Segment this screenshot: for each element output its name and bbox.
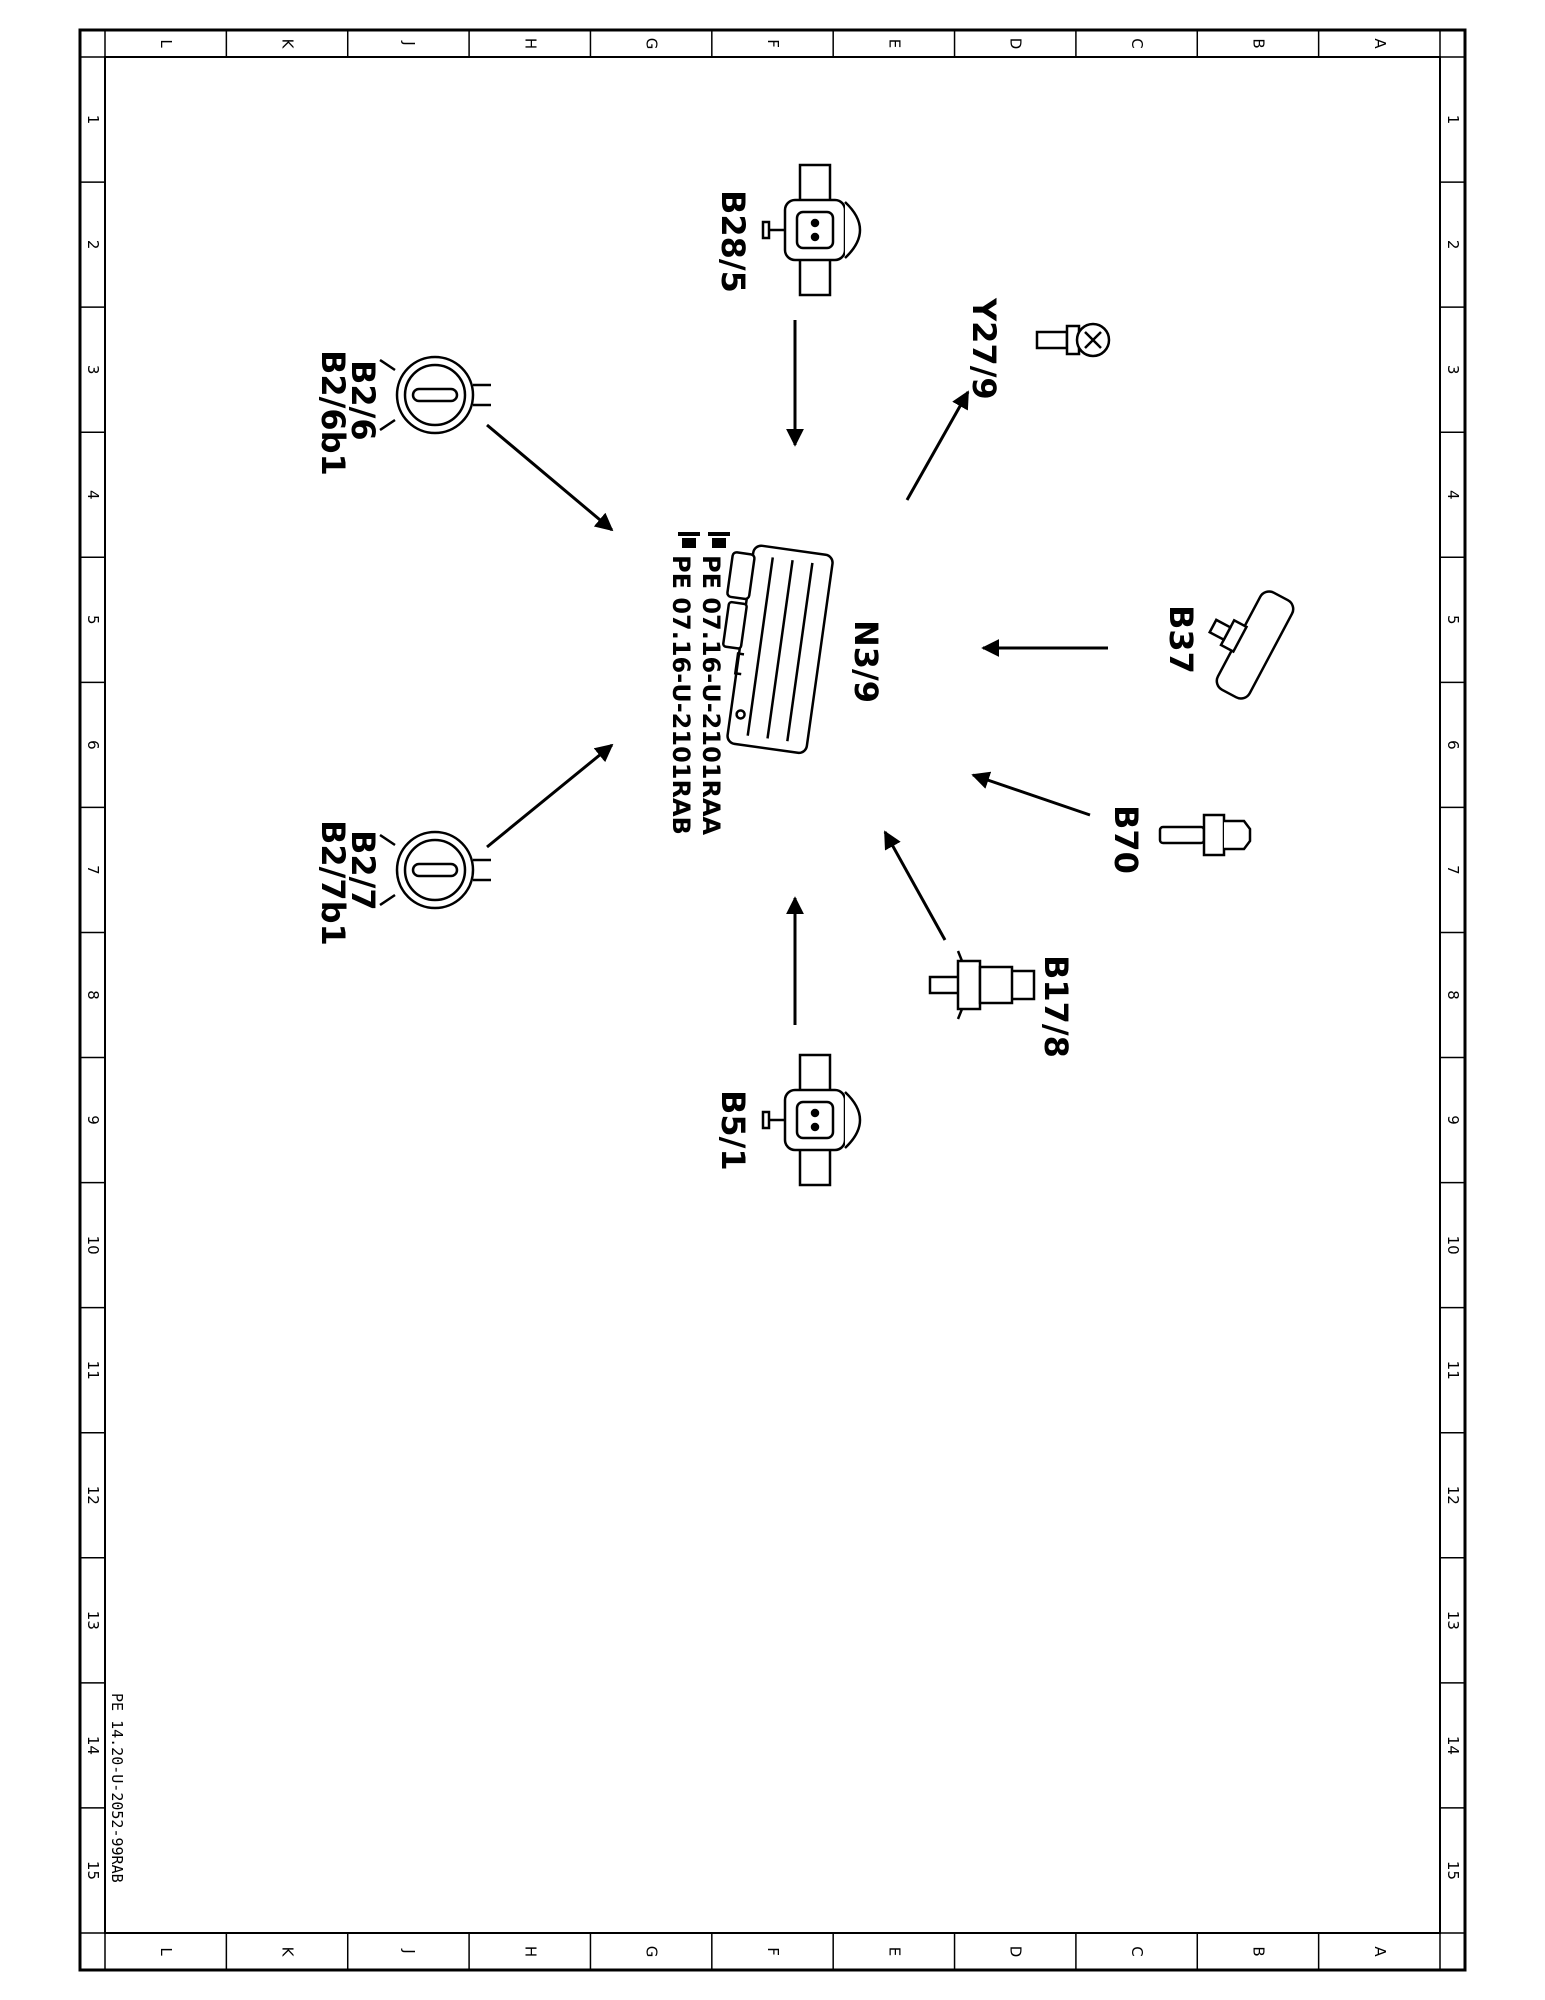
signal-arrows: [486, 320, 1108, 1025]
frame-column-label: A: [1371, 1946, 1389, 1957]
frame-column-label: G: [643, 1946, 661, 1958]
frame-row-label: 13: [84, 1611, 102, 1630]
frame-row-label: 5: [1444, 615, 1462, 625]
frame-column-label: D: [1007, 1946, 1025, 1958]
air-mass-sensor-icon: [379, 355, 491, 435]
frame-column-label: E: [885, 1947, 903, 1956]
frame-row-label: 4: [84, 490, 102, 500]
frame-row-label: 7: [84, 865, 102, 875]
frame-row-label: 10: [84, 1236, 102, 1255]
frame-column-label: J: [400, 40, 418, 45]
frame-row-label: 6: [84, 740, 102, 750]
frame-row-label: 7: [1444, 865, 1462, 875]
frame-column-label: C: [1128, 1946, 1146, 1956]
frame-row-label: 12: [84, 1486, 102, 1505]
b2-7-label: B2/7: [344, 830, 382, 911]
accelerator-pedal-sensor-icon: [1207, 590, 1295, 700]
pressure-sensor-icon: [761, 1053, 862, 1187]
frame-row-label: 15: [84, 1861, 102, 1880]
y27-9-label: Y27/9: [965, 297, 1003, 400]
b2-7b1-label: B2/7b1: [314, 820, 352, 946]
crankshaft-sensor-icon: [1158, 813, 1252, 857]
frame-column-label: G: [643, 38, 661, 50]
frame-row-label: 15: [1444, 1861, 1462, 1880]
b17-8-label: B17/8: [1037, 955, 1075, 1058]
frame-row-label: 8: [84, 990, 102, 1000]
frame-column-label: H: [521, 1946, 539, 1957]
frame-column-label: F: [764, 1947, 782, 1956]
frame-row-label: 11: [1444, 1361, 1462, 1380]
frame-column-label: B: [1249, 38, 1267, 48]
control-unit-icon: [722, 544, 834, 755]
b37-label: B37: [1162, 605, 1200, 674]
frame-column-label: D: [1007, 38, 1025, 50]
frame-row-label: 2: [1444, 240, 1462, 250]
frame-row-label: 13: [1444, 1611, 1462, 1630]
hand-pointer-icon: [678, 532, 730, 548]
frame-column-label: F: [764, 39, 782, 48]
control-unit-ref-2: PE 07.16-U-2101RAB: [667, 555, 695, 835]
arrow-y27-9: [905, 390, 970, 501]
frame-row-label: 9: [84, 1115, 102, 1125]
air-mass-sensor-icon: [379, 830, 491, 910]
b70-label: B70: [1107, 805, 1145, 874]
pressure-sensor-icon: [761, 163, 862, 297]
frame-row-label: 14: [84, 1736, 102, 1755]
frame-column-label: L: [157, 1947, 175, 1956]
frame-column-label: B: [1249, 1946, 1267, 1956]
frame-column-label: C: [1128, 38, 1146, 48]
frame-column-label: K: [279, 39, 297, 50]
frame-row-label: 14: [1444, 1736, 1462, 1755]
drawing-frame: [78, 28, 1467, 1972]
b5-1-label: B5/1: [714, 1090, 752, 1171]
arrow-b2-6: [486, 423, 614, 532]
frame-grid-ticks: [80, 30, 1465, 1970]
frame-column-label: J: [400, 1948, 418, 1953]
frame-row-label: 5: [84, 615, 102, 625]
control-unit-ref-1: PE 07.16-U-2101RAA: [697, 555, 725, 836]
arrow-b2-7: [486, 743, 614, 849]
arrow-b17-8: [883, 830, 947, 941]
frame-row-label: 6: [1444, 740, 1462, 750]
frame-column-label: A: [1371, 38, 1389, 49]
frame-row-label: 2: [84, 240, 102, 250]
arrow-b70: [971, 771, 1091, 817]
frame-row-label: 12: [1444, 1486, 1462, 1505]
frame-row-label: 1: [84, 115, 102, 125]
frame-column-label: H: [521, 38, 539, 49]
frame-row-label: 3: [84, 365, 102, 375]
temperature-sensor-icon: [928, 950, 1036, 1020]
b2-6-label: B2/6: [344, 360, 382, 441]
control-unit-label: N3/9: [847, 620, 885, 703]
frame-row-label: 9: [1444, 1115, 1462, 1125]
frame-row-label: 8: [1444, 990, 1462, 1000]
frame-row-label: 4: [1444, 490, 1462, 500]
valve-icon: [1035, 322, 1111, 358]
frame-column-label: E: [885, 39, 903, 48]
frame-column-label: K: [279, 1947, 297, 1958]
b28-5-label: B28/5: [714, 190, 752, 293]
frame-row-label: 11: [84, 1361, 102, 1380]
frame-row-label: 10: [1444, 1236, 1462, 1255]
frame-row-label: 3: [1444, 365, 1462, 375]
drawing-code: PE 14.20-U-2052-99RAB: [108, 1693, 126, 1883]
frame-row-label: 1: [1444, 115, 1462, 125]
frame-column-label: L: [157, 39, 175, 48]
b2-6b1-label: B2/6b1: [314, 350, 352, 476]
